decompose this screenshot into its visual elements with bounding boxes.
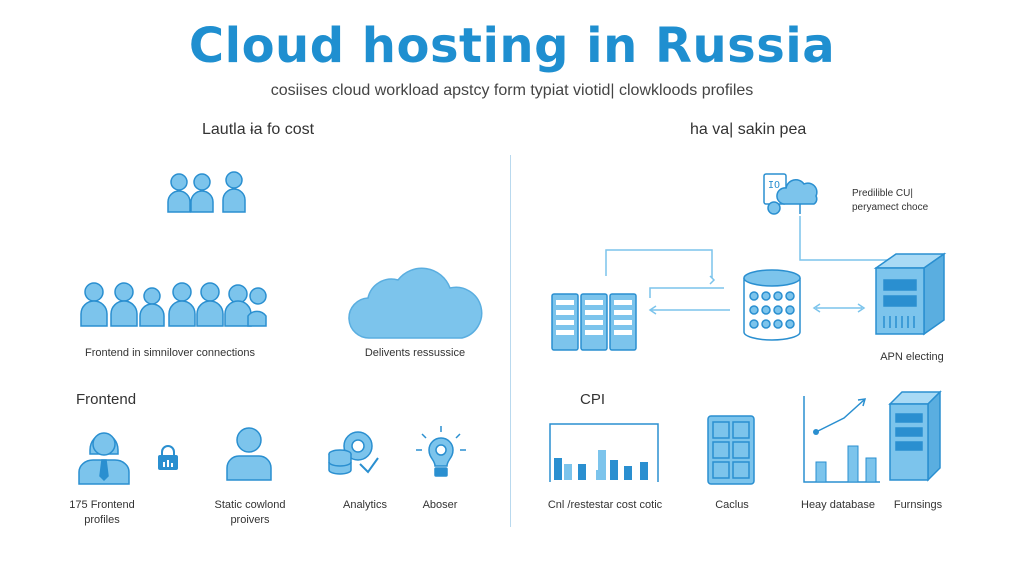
- server-racks-icon: [551, 293, 637, 351]
- right-heading: ha va| sakin pea: [690, 121, 807, 138]
- left-item-3-label: Analytics: [342, 499, 388, 511]
- growth-chart-icon: [803, 396, 880, 483]
- cloud-network-icon: IO: [763, 173, 818, 215]
- lock-icon: [158, 445, 178, 470]
- static-user-icon: [226, 427, 272, 481]
- frontend-user-icon: [78, 432, 130, 485]
- right-item-2-label: Caclus: [715, 499, 749, 511]
- bar-chart-icon: [549, 423, 659, 482]
- right-note: Predilible CU| peryamect choce: [852, 188, 929, 213]
- left-section-label: Frontend: [76, 391, 137, 408]
- svg-text:IO: IO: [768, 180, 780, 191]
- left-heading: Lautla ɨa fo cost: [202, 121, 315, 138]
- page-title: Cloud hosting in Russia: [188, 18, 836, 74]
- server-box-icon: [873, 252, 947, 336]
- column-divider: [510, 155, 511, 527]
- right-item-3-label: Heay database: [801, 499, 875, 511]
- chip-grid-icon: [707, 415, 755, 485]
- right-item-4-label: Furnsings: [893, 499, 943, 511]
- left-item-1-label: 175 Frontend profiles: [69, 499, 135, 526]
- database-icon: [743, 269, 801, 341]
- people-group-small-icon: [167, 171, 246, 213]
- cloud-caption: Delivents ressussice: [364, 347, 466, 359]
- people-caption: Frontend in simnilover connections: [85, 347, 255, 359]
- analytics-icon: [328, 431, 379, 475]
- cloud-icon: [348, 267, 483, 339]
- left-item-4-label: Aboser: [422, 499, 458, 511]
- people-group-icon: [80, 282, 267, 327]
- right-section-label: CPI: [580, 391, 606, 408]
- left-item-2-label: Static cowlond proivers: [214, 499, 286, 526]
- server-tower-icon: [888, 390, 942, 482]
- lightbulb-icon: [416, 426, 466, 477]
- server-caption: APN electing: [880, 351, 944, 363]
- page-subtitle: cosiises cloud workload apstcy form typi…: [270, 82, 754, 99]
- right-item-1-label: Cnl /restestar cost cotic: [547, 499, 663, 511]
